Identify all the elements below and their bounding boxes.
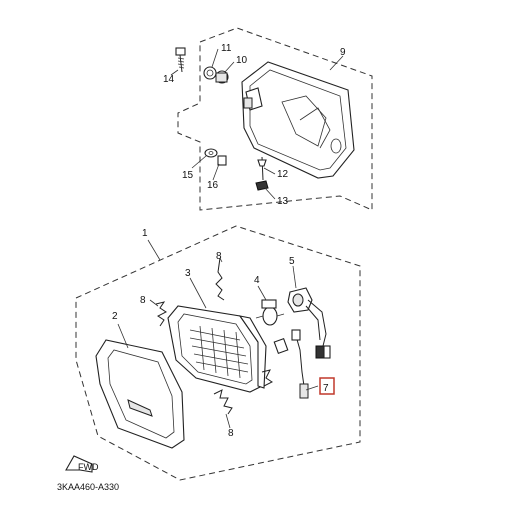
callout-1: 1 — [142, 228, 148, 239]
callout-15: 15 — [182, 170, 194, 181]
housing-group-boundary — [177, 27, 373, 211]
part-7-highlight-box — [319, 377, 335, 395]
headlight-housing-part-9 — [241, 61, 355, 179]
callout-2: 2 — [112, 311, 118, 322]
diagram-code: 3KAA460-A330 — [57, 482, 119, 492]
nut-part-13 — [255, 180, 269, 191]
callout-12: 12 — [277, 169, 289, 180]
callout-7: 7 — [323, 383, 329, 394]
headlight-unit-part-3 — [167, 305, 267, 393]
fwd-label: FWD — [78, 462, 99, 472]
upper-leader-lines — [170, 48, 344, 200]
position-bulb — [273, 329, 309, 399]
bulb-part-4 — [255, 299, 285, 326]
callout-8-top: 8 — [216, 251, 222, 262]
callout-9: 9 — [340, 47, 346, 58]
forward-direction-icon: FWD — [65, 455, 99, 473]
washer-part-15 — [204, 148, 218, 158]
collar-part-11 — [203, 66, 217, 80]
collar-part-16 — [217, 155, 227, 166]
bolt-part-14 — [175, 47, 186, 73]
callout-8-left: 8 — [140, 295, 146, 306]
callout-16: 16 — [207, 180, 219, 191]
grommet-part-10 — [215, 70, 229, 84]
lower-leader-lines — [117, 239, 319, 429]
spring-part-8-bottom — [213, 369, 273, 415]
spring-part-8-left — [155, 301, 167, 327]
headlight-rim-part-2 — [95, 339, 185, 449]
callout-3: 3 — [185, 268, 191, 279]
headlight-assembly-boundary — [75, 225, 361, 481]
callout-8-bottom: 8 — [228, 428, 234, 439]
spring-part-8-top — [215, 257, 225, 301]
screw-part-12 — [257, 156, 267, 181]
callout-4: 4 — [254, 275, 260, 286]
socket-part-5 — [287, 287, 331, 359]
callout-13: 13 — [277, 196, 289, 207]
callout-10: 10 — [236, 55, 248, 66]
callout-11: 11 — [221, 43, 232, 54]
callout-14: 14 — [163, 74, 175, 85]
callout-5: 5 — [289, 256, 295, 267]
